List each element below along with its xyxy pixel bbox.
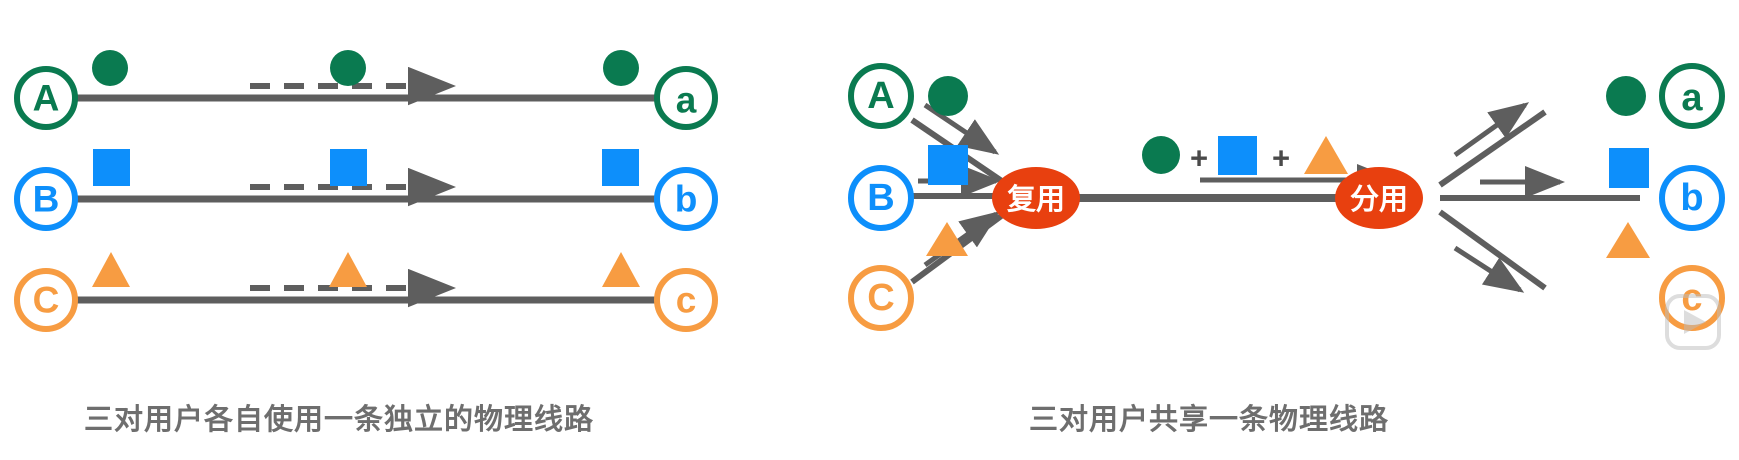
demux-link-c <box>1438 209 1547 291</box>
right-panel: A B C 复用 + + 分用 <box>848 63 1725 331</box>
mux-link-C <box>910 205 1014 285</box>
symbol-triangle-orange <box>92 252 130 287</box>
endpoint-circle-A[interactable] <box>848 63 914 129</box>
symbol-square-blue <box>1609 148 1649 188</box>
plus-sign: + <box>1190 141 1208 176</box>
endpoint-circle-C[interactable] <box>14 268 78 332</box>
symbol-circle-green <box>603 50 639 86</box>
mux-node[interactable] <box>992 167 1080 229</box>
left-panel: A a B b <box>14 50 718 332</box>
demux-arrow-c <box>1453 245 1525 293</box>
left-panel-caption: 三对用户各自使用一条独立的物理线路 <box>84 404 595 436</box>
symbol-square-blue <box>602 149 639 186</box>
symbol-circle-green <box>1142 136 1180 174</box>
symbol-circle-green <box>330 50 366 86</box>
endpoint-circle-B[interactable] <box>848 165 914 231</box>
demux-node-label: 分用 <box>1350 182 1408 216</box>
mux-arrow-C <box>923 211 1001 268</box>
left-row-A: A a <box>14 50 718 130</box>
endpoint-circle-a[interactable] <box>654 66 718 130</box>
endpoint-circle-c[interactable] <box>654 268 718 332</box>
endpoint-circle-b[interactable] <box>654 167 718 231</box>
endpoint-label-a: a <box>1681 77 1703 119</box>
demux-link-a <box>1438 109 1547 188</box>
endpoint-circle-a[interactable] <box>1659 63 1725 129</box>
left-row-B: B b <box>14 149 718 231</box>
symbol-triangle-orange <box>329 252 367 287</box>
endpoint-label-c: c <box>676 280 697 321</box>
endpoint-label-b: b <box>675 179 698 220</box>
symbol-square-blue <box>330 149 367 186</box>
symbol-triangle-orange <box>1606 222 1650 258</box>
demux-arrow-a <box>1453 102 1530 158</box>
endpoint-label-B: B <box>867 177 894 219</box>
symbol-triangle-orange <box>926 222 968 256</box>
symbol-triangle-orange <box>602 252 640 287</box>
plus-sign: + <box>1272 141 1290 176</box>
symbol-circle-green <box>1606 76 1646 116</box>
symbol-circle-green <box>928 76 968 116</box>
endpoint-circle-B[interactable] <box>14 167 78 231</box>
left-row-C: C c <box>14 252 718 332</box>
symbol-square-blue <box>928 145 968 185</box>
mux-arrow-A <box>923 102 1000 155</box>
right-panel-caption: 三对用户共享一条物理线路 <box>1029 404 1390 436</box>
symbol-circle-green <box>92 50 128 86</box>
endpoint-circle-C[interactable] <box>848 265 914 331</box>
mux-node-label: 复用 <box>1007 182 1065 216</box>
symbol-square-blue <box>93 149 130 186</box>
demux-node[interactable] <box>1335 167 1423 229</box>
endpoint-circle-b[interactable] <box>1659 165 1725 231</box>
endpoint-label-C: C <box>867 277 894 319</box>
endpoint-label-A: A <box>867 75 894 117</box>
symbol-triangle-orange <box>1304 136 1348 174</box>
play-badge-watermark <box>1665 294 1721 350</box>
endpoint-circle-A[interactable] <box>14 66 78 130</box>
endpoint-label-B: B <box>33 179 60 220</box>
symbol-square-blue <box>1218 136 1257 175</box>
endpoint-label-a: a <box>676 80 697 121</box>
endpoint-label-b: b <box>1680 177 1703 219</box>
endpoint-label-C: C <box>33 280 60 321</box>
endpoint-label-A: A <box>33 78 60 119</box>
